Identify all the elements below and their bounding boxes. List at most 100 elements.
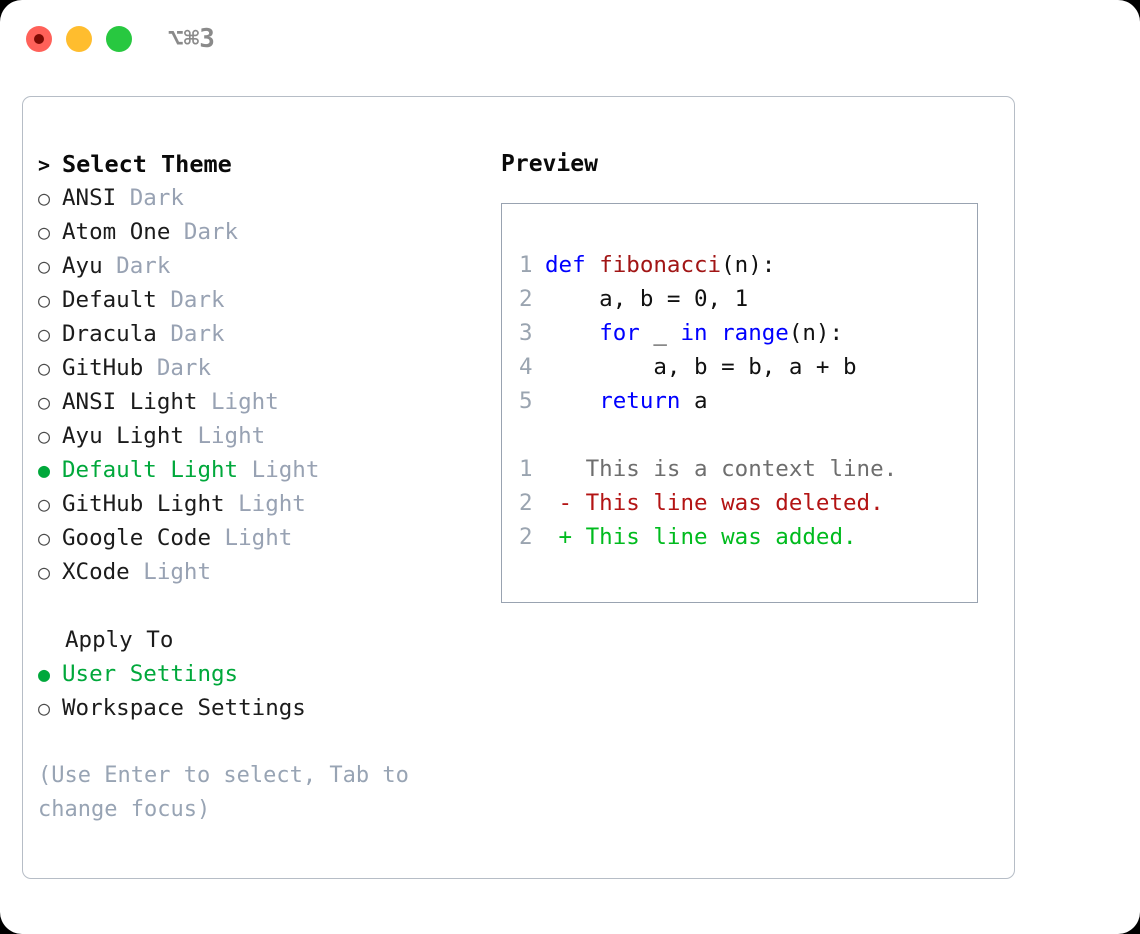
theme-option-label: Ayu [62,253,103,279]
code-line: 2 a, b = 0, 1 [502,282,977,316]
theme-option-label: ANSI [62,185,117,211]
theme-variant-tag: Dark [116,185,184,211]
theme-option-dracula[interactable]: ○ Dracula Dark [38,317,508,351]
apply-to-option-label: User Settings [62,661,239,687]
code-token-plain [708,320,722,346]
diff-line-text: This is a context line. [545,456,898,482]
theme-variant-tag: Light [129,559,212,585]
apply-to-section: Apply To ● User Settings ○ Workspace Settin… [38,623,508,725]
radio-unselected-icon: ○ [38,560,51,584]
zoom-button[interactable] [106,26,132,52]
theme-option-label: GitHub Light [62,491,225,517]
diff-line-text: + This line was added. [545,524,857,550]
preview-title: Preview [501,151,598,177]
diff-line-text: - This line was deleted. [545,490,884,516]
theme-option-ansi-light[interactable]: ○ANSI Light Light [38,385,508,419]
radio-unselected-icon: ○ [38,526,51,550]
line-number: 2 [519,286,533,312]
diff-sample: 1 This is a context line.2 - This line w… [502,452,977,554]
code-token-keyword: for [599,320,640,346]
close-button[interactable] [26,26,52,52]
theme-option-label: Google Code [62,525,212,551]
theme-option-label: Default Light [62,457,239,483]
radio-unselected-icon: ○ [38,220,51,244]
theme-variant-tag: Light [211,525,293,551]
theme-option-label: Dracula [62,321,157,347]
code-token-keyword: def [545,252,600,278]
code-line: 4 a, b = b, a + b [502,350,977,384]
theme-option-atom-one[interactable]: ○ Atom One Dark [38,215,508,249]
radio-unselected-icon: ○ [38,356,51,380]
line-number: 5 [519,388,533,414]
code-token-keyword: range [721,320,789,346]
diff-line-context: 1 This is a context line. [502,452,977,486]
select-theme-header: >Select Theme [38,147,508,181]
theme-option-github-light[interactable]: ○GitHub Light Light [38,487,508,521]
theme-option-ayu-light[interactable]: ○ Ayu Light Light [38,419,508,453]
theme-option-label: Default [62,287,157,313]
diff-line-added: 2 + This line was added. [502,520,977,554]
theme-option-label: ANSI Light [62,389,198,415]
theme-list-column: >Select Theme ○ANSI Dark○Atom One Dark○A… [38,147,508,827]
theme-variant-tag: Dark [170,219,239,245]
code-token-plain: a [680,388,708,414]
theme-option-label: Ayu Light [62,423,184,449]
theme-option-default[interactable]: ○Default Dark [38,283,508,317]
line-number: 2 [519,524,533,550]
help-text: (Use Enter to select, Tab to change focu… [38,763,409,822]
line-number: 1 [519,456,533,482]
apply-to-option-list[interactable]: ● User Settings ○ Workspace Settings [38,657,508,725]
theme-variant-tag: Light [238,457,320,483]
code-token-plain: (n): [788,320,844,346]
select-theme-title: Select Theme [62,150,232,178]
theme-variant-tag: Dark [143,355,212,381]
apply-to-option-label: Workspace Settings [62,695,306,721]
theme-variant-tag: Dark [156,287,225,313]
theme-variant-tag: Dark [156,321,225,347]
code-token-plain: a, b = 0, 1 [545,286,749,312]
apply-to-label: Apply To [65,627,174,653]
theme-option-label: XCode [62,559,130,585]
line-number: 3 [519,320,533,346]
theme-option-default-light[interactable]: ● Default Light Light [38,453,508,487]
code-line: 3 for _ in range(n): [502,316,977,350]
radio-selected-icon: ● [38,458,51,482]
apply-to-option-user-settings[interactable]: ● User Settings [38,657,508,691]
radio-selected-icon: ● [38,662,51,686]
theme-option-list[interactable]: ○ANSI Dark○Atom One Dark○Ayu Dark○Defaul… [38,181,508,589]
keyboard-shortcut-label: ⌥⌘3 [168,24,215,54]
radio-unselected-icon: ○ [38,186,51,210]
radio-unselected-icon: ○ [38,696,51,720]
code-token-keyword: return [599,388,681,414]
line-number: 4 [519,354,533,380]
theme-variant-tag: Dark [102,253,171,279]
theme-option-label: Atom One [62,219,171,245]
code-token-keyword: in [680,320,708,346]
title-bar: ⌥⌘3 [0,0,1140,78]
radio-unselected-icon: ○ [38,424,51,448]
code-diff-spacer [502,418,977,452]
code-token-plain: a, b = b, a + b [545,354,857,380]
code-token-plain: _ [639,320,681,346]
theme-picker-dialog: >Select Theme ○ANSI Dark○Atom One Dark○A… [22,96,1015,879]
line-number: 1 [519,252,533,278]
apply-to-option-workspace-settings[interactable]: ○ Workspace Settings [38,691,508,725]
diff-line-deleted: 2 - This line was deleted. [502,486,977,520]
theme-variant-tag: Light [183,423,266,449]
code-token-function: fibonacci [599,252,722,278]
theme-option-ayu[interactable]: ○ Ayu Dark [38,249,508,283]
minimize-button[interactable] [66,26,92,52]
theme-option-github[interactable]: ○GitHub Dark [38,351,508,385]
radio-unselected-icon: ○ [38,254,51,278]
theme-variant-tag: Light [224,491,306,517]
theme-option-xcode[interactable]: ○ XCode Light [38,555,508,589]
theme-option-ansi[interactable]: ○ ANSI Dark [38,181,508,215]
code-token-plain [545,320,599,346]
theme-option-google-code[interactable]: ○ Google Code Light [38,521,508,555]
radio-unselected-icon: ○ [38,390,51,414]
radio-unselected-icon: ○ [38,322,51,346]
